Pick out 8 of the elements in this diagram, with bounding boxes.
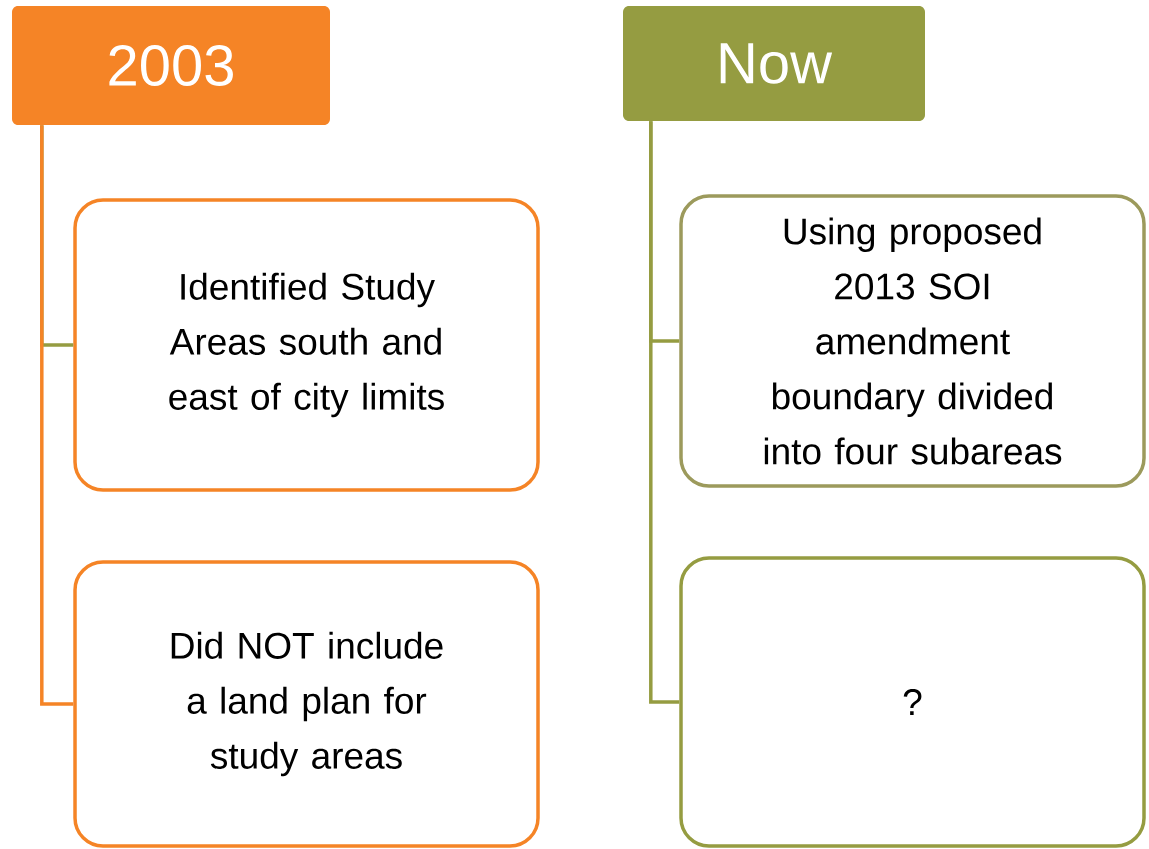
text-box: Using proposed 2013 SOI amendment boundary divided into four subareas — [679, 194, 1146, 488]
connector-line — [649, 121, 680, 704]
text-box: Did NOT include a land plan for study areas — [73, 560, 540, 848]
header-box: Now — [623, 6, 925, 121]
text-box: ? — [679, 556, 1146, 848]
connector-line — [40, 125, 74, 706]
header-box: 2003 — [12, 6, 330, 125]
text-box: Identified Study Areas south and east of city limits — [73, 198, 540, 492]
